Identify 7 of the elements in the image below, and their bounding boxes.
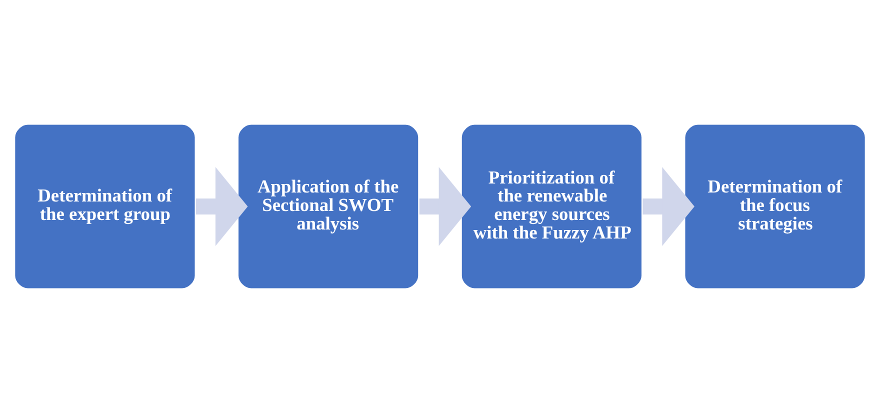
node-box: Determination of the focus strategies: [682, 122, 868, 291]
node-box: Determination of the expert group: [12, 122, 198, 291]
arrow: [196, 166, 248, 246]
arrow: [642, 166, 694, 246]
arrow: [419, 166, 472, 246]
node-box: Prioritization of the renewable energy sources with the Fuzzy AHP: [460, 122, 644, 291]
node-box: Application of the Sectional SWOT analysis: [236, 122, 420, 291]
